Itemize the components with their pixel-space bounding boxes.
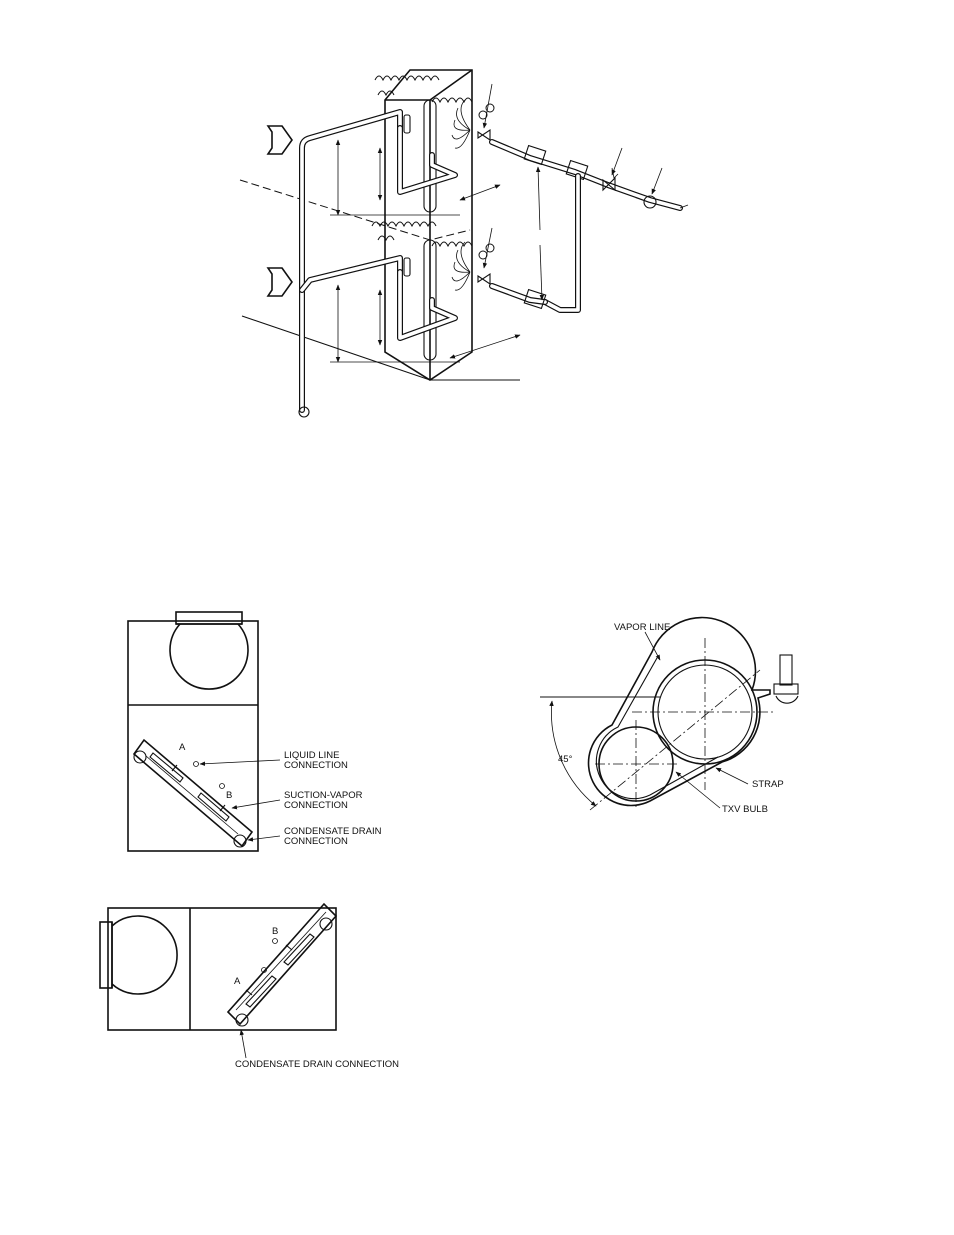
strap-label: STRAP: [752, 779, 784, 790]
horizontal-unit-diagram: A B CONDENSATE DRAIN CONNECTION: [100, 904, 399, 1070]
upflow-unit-diagram: A B LIQUID LINE CONNECTION SUCTION-VAPOR…: [128, 612, 382, 851]
upflow-label-b: B: [226, 790, 232, 801]
horizontal-label-b: B: [272, 926, 278, 937]
txv-bulb-diagram: VAPOR LINE STRAP TXV BULB 45°: [540, 618, 798, 815]
liquid-line-label-2: CONNECTION: [284, 760, 348, 771]
piping-diagram: [240, 70, 688, 417]
upflow-label-a: A: [179, 742, 186, 753]
txv-bulb-label: TXV BULB: [722, 804, 768, 815]
angle-label: 45°: [558, 754, 573, 765]
horizontal-label-a: A: [234, 976, 241, 987]
horizontal-condensate-label: CONDENSATE DRAIN CONNECTION: [235, 1059, 399, 1070]
vapor-line-label: VAPOR LINE: [614, 622, 670, 633]
suction-vapor-label-2: CONNECTION: [284, 800, 348, 811]
condensate-label-2: CONNECTION: [284, 836, 348, 847]
